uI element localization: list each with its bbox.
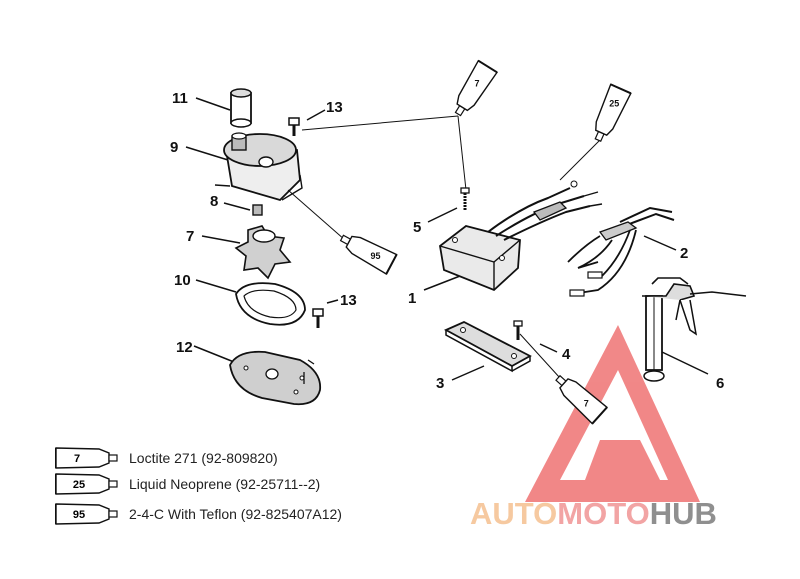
part-4-screw: [513, 320, 558, 353]
tube-95-leader: [287, 189, 346, 241]
watermark-auto: AUTO: [470, 496, 558, 531]
part-6-grease-gun: [642, 277, 747, 382]
tube-7-low-leader: [519, 333, 561, 379]
svg-text:25: 25: [609, 98, 619, 108]
watermark-text: AUTOMOTOHUB: [470, 496, 717, 532]
callout-9: 9: [170, 139, 178, 156]
callout-6: 6: [716, 375, 724, 392]
callout-8: 8: [210, 193, 218, 210]
svg-text:7: 7: [475, 78, 480, 88]
legend-item-teflon: 95 2-4-C With Teflon (92-825407A12): [55, 503, 342, 525]
callout-10: 10: [174, 272, 191, 289]
callout-11: 11: [172, 90, 188, 107]
legend-label: Loctite 271 (92-809820): [129, 450, 278, 466]
part-8-key: [223, 202, 263, 216]
part-2-harness: [567, 206, 677, 297]
part-10-gasket: [195, 279, 306, 326]
svg-text:25: 25: [73, 479, 85, 491]
callout-13-right: 13: [340, 292, 357, 309]
callout-2: 2: [680, 245, 688, 262]
callout-5: 5: [413, 219, 421, 236]
part-9-pump-housing: [185, 132, 303, 202]
tube-7-top: 7: [447, 59, 499, 121]
callout-4: 4: [562, 346, 571, 363]
tube-25-leader: [559, 139, 601, 181]
tube-95-mid: 95: [335, 227, 398, 276]
legend-label: 2-4-C With Teflon (92-825407A12): [129, 506, 342, 522]
part-13-screw-right: [312, 299, 339, 328]
part-1-rectifier: [423, 180, 603, 292]
part-5-screw: [427, 187, 470, 223]
tube-icon: 95: [55, 503, 119, 525]
svg-text:95: 95: [371, 251, 381, 261]
legend-item-loctite: 7 Loctite 271 (92-809820): [55, 447, 278, 469]
legend-item-neoprene: 25 Liquid Neoprene (92-25711--2): [55, 473, 320, 495]
part-11-sleeve: [195, 88, 252, 128]
tube-7-low: 7: [549, 368, 608, 425]
callout-3: 3: [436, 375, 444, 392]
legend-label: Liquid Neoprene (92-25711--2): [129, 476, 321, 492]
part-7-impeller: [201, 225, 292, 280]
watermark-moto: MOTO: [557, 496, 650, 531]
part-3-bracket: [443, 321, 532, 381]
tube-7-leaders: [301, 115, 467, 191]
svg-text:7: 7: [584, 398, 589, 408]
watermark-logo: [525, 325, 700, 502]
callout-13-top: 13: [326, 99, 343, 116]
callout-12: 12: [176, 339, 193, 356]
watermark-hub: HUB: [649, 496, 717, 531]
part-13-screw-top: [288, 109, 326, 136]
svg-text:7: 7: [74, 453, 80, 465]
part-12-plate: [193, 345, 322, 406]
tube-icon: 7: [55, 447, 119, 469]
callout-1: 1: [408, 290, 416, 307]
callout-7: 7: [186, 228, 194, 245]
tube-25-top: 25: [586, 83, 632, 146]
tube-icon: 25: [55, 473, 119, 495]
svg-text:95: 95: [73, 509, 85, 521]
